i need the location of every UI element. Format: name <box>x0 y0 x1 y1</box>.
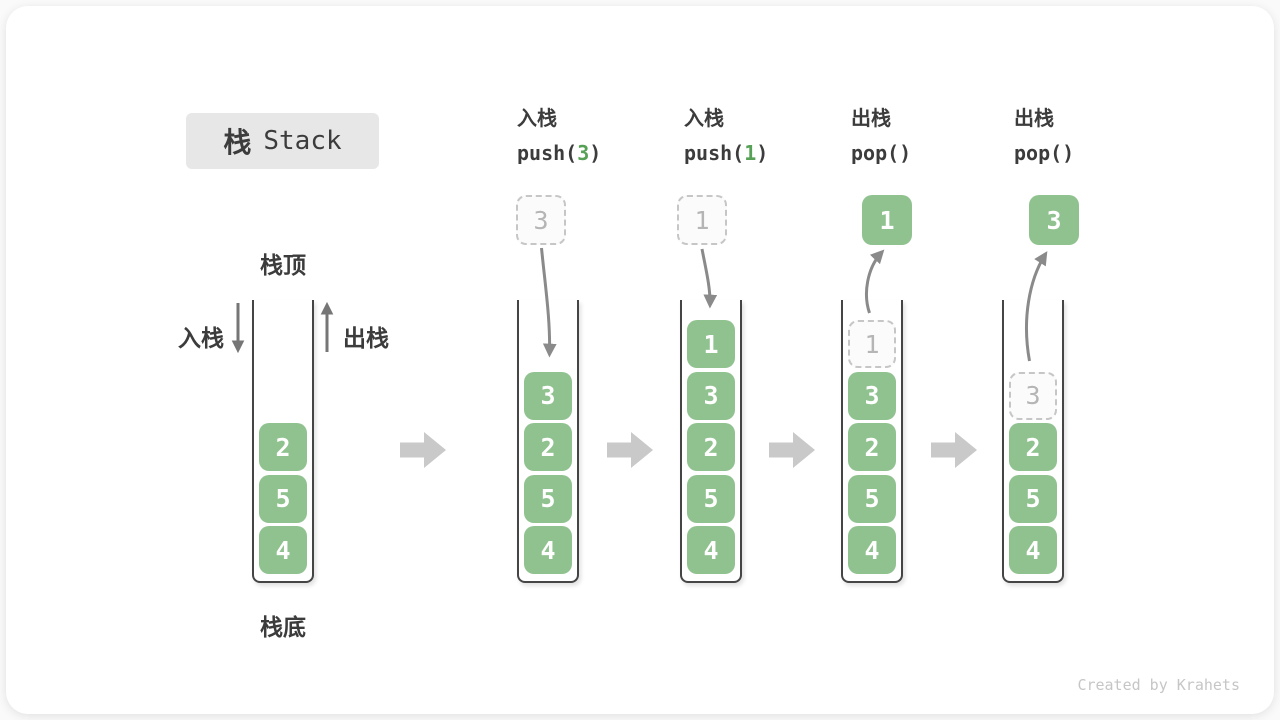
flow-arrow-icon <box>607 432 653 468</box>
stack-item: 2 <box>687 423 735 471</box>
stack-state-after-push-3: 3 2 5 4 <box>517 300 579 583</box>
code-pre: push( <box>684 141 745 165</box>
op-label: 入栈 <box>684 108 724 130</box>
code-arg: 1 <box>744 141 757 165</box>
stack-item: 5 <box>524 474 572 523</box>
float-value: 3 <box>533 205 549 235</box>
stack-item: 3 <box>524 371 572 420</box>
flow-arrow-icon <box>931 432 977 468</box>
stack-state-after-pop-3: 3 2 5 4 <box>1002 300 1064 583</box>
stack-item: 2 <box>259 423 307 471</box>
op-label: 入栈 <box>517 108 557 130</box>
op-header-push-3: 入栈 push(3) <box>517 106 601 165</box>
stack-item: 3 <box>848 371 896 420</box>
stack-item: 4 <box>259 526 307 574</box>
stack-item: 4 <box>1009 526 1057 574</box>
code-post: ) <box>589 141 602 165</box>
stack-item: 5 <box>848 474 896 523</box>
stack-bottom-label: 栈底 <box>260 614 306 640</box>
stack-item: 5 <box>259 474 307 523</box>
flow-arrow-icon <box>769 432 815 468</box>
stack-item: 5 <box>687 474 735 523</box>
op-header-push-1: 入栈 push(1) <box>684 106 768 165</box>
stack-state-after-push-1: 1 3 2 5 4 <box>680 300 742 583</box>
op-label: 出栈 <box>851 108 891 130</box>
stack-item: 4 <box>848 526 896 574</box>
stack-item-ghost: 1 <box>848 320 896 368</box>
op-header-pop-1: 出栈 pop() <box>851 106 911 165</box>
floating-value-box-popped: 3 <box>1029 195 1079 245</box>
code-pre: push( <box>517 141 578 165</box>
stack-item-ghost: 3 <box>1009 371 1057 420</box>
op-code: pop() <box>1014 141 1074 165</box>
flow-arrow-icon <box>400 432 446 468</box>
title-en: Stack <box>263 126 342 156</box>
code-pre: pop() <box>851 141 912 165</box>
push-1-arrow-icon <box>700 248 718 309</box>
stack-top-label: 栈顶 <box>260 252 306 278</box>
pop-side-label: 出栈 <box>343 325 389 351</box>
op-code: push(1) <box>684 141 768 165</box>
float-value: 3 <box>1046 205 1062 235</box>
op-header-pop-3: 出栈 pop() <box>1014 106 1074 165</box>
op-code: push(3) <box>517 141 601 165</box>
stack-item: 4 <box>687 526 735 574</box>
stack-item: 2 <box>524 423 572 471</box>
floating-value-box-popped: 1 <box>862 195 912 245</box>
float-value: 1 <box>879 205 895 235</box>
stack-item: 5 <box>1009 474 1057 523</box>
op-label: 出栈 <box>1014 108 1054 130</box>
code-post: ) <box>756 141 769 165</box>
push-side-label: 入栈 <box>178 325 224 351</box>
float-value: 1 <box>694 205 710 235</box>
stack-state-after-pop-1: 1 3 2 5 4 <box>841 300 903 583</box>
stack-item: 4 <box>524 526 572 574</box>
stack-state-initial: 2 5 4 <box>252 300 314 583</box>
op-code: pop() <box>851 141 911 165</box>
code-arg: 3 <box>577 141 590 165</box>
floating-value-box-ghost: 3 <box>516 195 566 245</box>
floating-value-box-ghost: 1 <box>677 195 727 245</box>
title-zh: 栈 <box>223 127 252 158</box>
code-pre: pop() <box>1014 141 1075 165</box>
stack-item: 3 <box>687 371 735 420</box>
stack-item: 2 <box>1009 423 1057 471</box>
diagram-title: 栈 Stack <box>186 113 379 169</box>
stack-item: 2 <box>848 423 896 471</box>
credit-text: Created by Krahets <box>1077 676 1240 694</box>
stack-item: 1 <box>687 320 735 368</box>
